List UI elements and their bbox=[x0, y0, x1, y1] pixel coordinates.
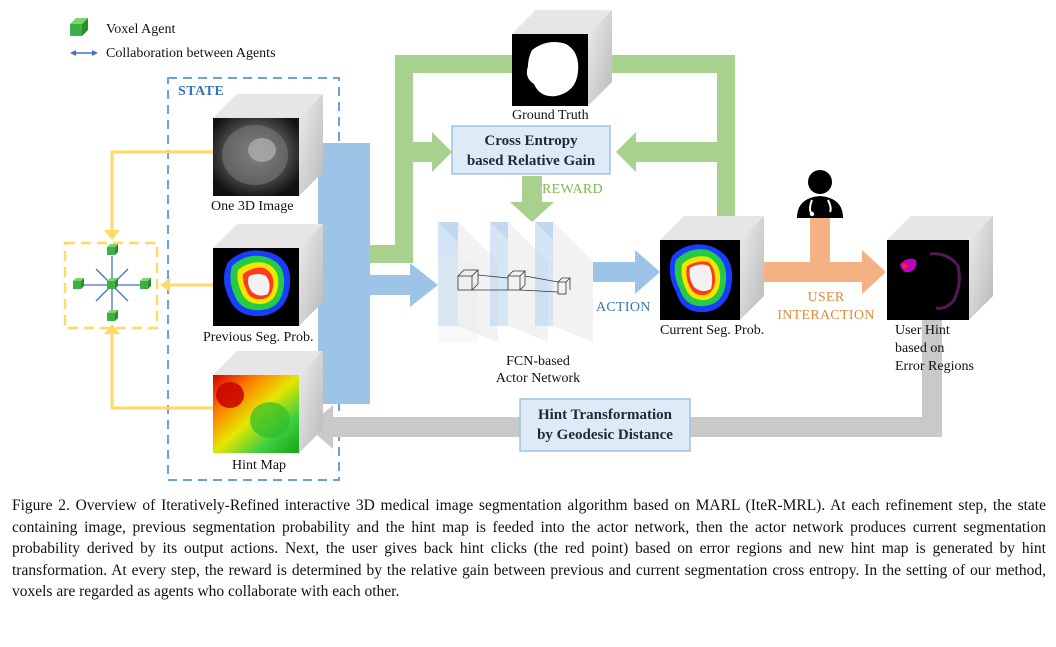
state-box bbox=[167, 77, 340, 481]
action-label: ACTION bbox=[596, 300, 651, 315]
cross-entropy-line1: Cross Entropy bbox=[484, 133, 578, 149]
one-3d-image-label: One 3D Image bbox=[211, 199, 294, 214]
user-hint-line3: Error Regions bbox=[895, 359, 974, 374]
voxel-agents-group bbox=[73, 244, 151, 321]
previous-seg-prob-label: Previous Seg. Prob. bbox=[203, 330, 314, 345]
fcn-actor-network bbox=[438, 222, 593, 342]
user-interaction-line1: USER bbox=[807, 290, 845, 305]
hint-transform-box bbox=[519, 398, 691, 452]
user-doctor-icon bbox=[797, 170, 843, 218]
hint-map-label: Hint Map bbox=[232, 458, 287, 473]
actor-label-line2: Actor Network bbox=[495, 371, 581, 386]
ground-truth-label: Ground Truth bbox=[512, 108, 589, 123]
user-interaction-line2: INTERACTION bbox=[777, 308, 875, 323]
cross-entropy-box bbox=[451, 125, 611, 175]
user-hint-line1: User Hint bbox=[895, 323, 950, 338]
legend-collaboration-label: Collaboration between Agents bbox=[106, 46, 276, 61]
hint-transform-line1: Hint Transformation bbox=[537, 407, 673, 423]
orange-arrows bbox=[760, 218, 886, 294]
voxel-agents-box bbox=[63, 241, 159, 330]
reward-label: REWARD bbox=[542, 182, 603, 197]
previous-seg-prob-cube bbox=[213, 224, 323, 326]
user-hint-cube bbox=[887, 216, 993, 320]
user-hint-line2: based on bbox=[895, 341, 945, 356]
cross-entropy-line2: based Relative Gain bbox=[466, 153, 596, 169]
current-seg-prob-cube bbox=[660, 216, 764, 320]
figure: Voxel Agent Collaboration between Agents… bbox=[63, 10, 993, 481]
hint-map-cube bbox=[213, 351, 323, 453]
legend-voxel-agent-label: Voxel Agent bbox=[106, 22, 176, 37]
actor-label-line1: FCN-based bbox=[506, 354, 570, 369]
hint-transform-line2: by Geodesic Distance bbox=[537, 427, 673, 443]
green-arrows bbox=[305, 55, 735, 263]
ground-truth-cube bbox=[512, 10, 612, 106]
current-seg-prob-label: Current Seg. Prob. bbox=[660, 323, 765, 338]
state-title: STATE bbox=[178, 84, 225, 99]
legend-collaboration-arrow-icon bbox=[70, 50, 98, 56]
one-3d-image-cube bbox=[213, 94, 323, 196]
blue-arrows bbox=[305, 143, 660, 404]
legend-voxel-cube-icon bbox=[70, 18, 88, 36]
figure-diagram bbox=[63, 10, 993, 481]
figure-caption: Figure 2. Overview of Iteratively-Refine… bbox=[12, 497, 1046, 600]
